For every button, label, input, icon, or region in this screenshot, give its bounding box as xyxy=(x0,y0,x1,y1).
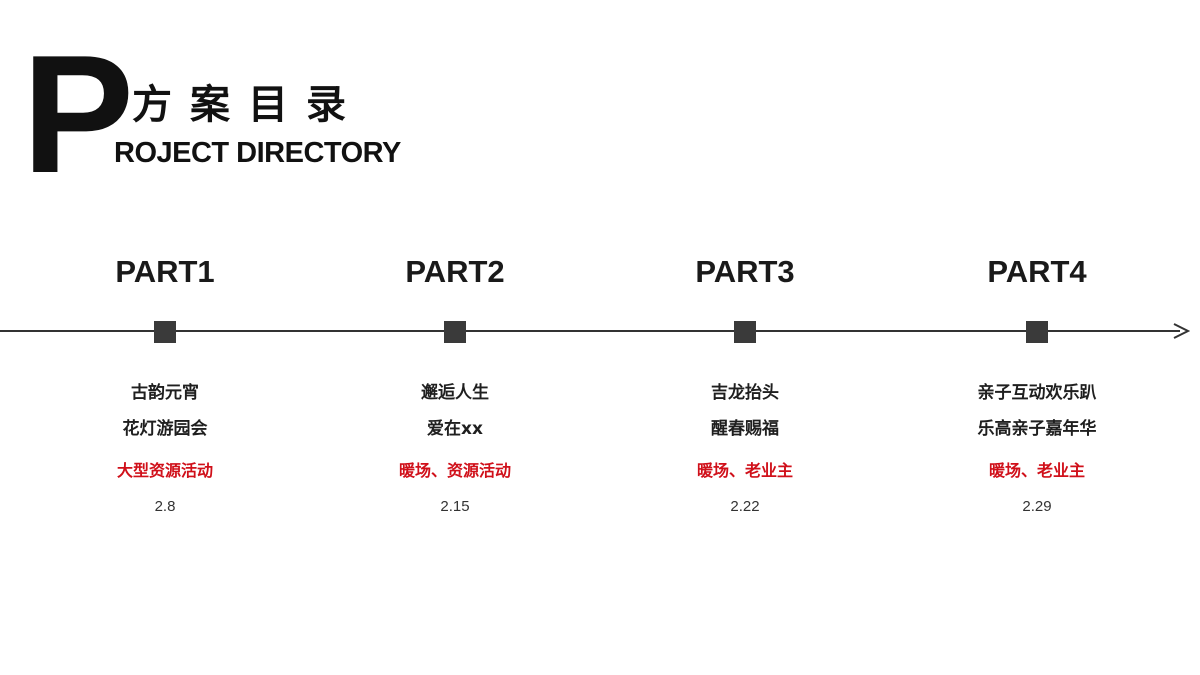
part-tag: 大型资源活动 xyxy=(116,461,213,480)
timeline-marker xyxy=(154,321,176,343)
page-subtitle: ROJECT DIRECTORY xyxy=(114,137,401,169)
timeline-part-3: PART3 吉龙抬头 醒春赐福 暖场、老业主 2.22 xyxy=(615,250,875,515)
part-date: 2.15 xyxy=(440,498,470,515)
timeline-line xyxy=(0,330,1180,332)
timeline-marker xyxy=(444,321,466,343)
timeline-marker xyxy=(734,321,756,343)
timeline-marker xyxy=(1026,321,1048,343)
part-date: 2.29 xyxy=(1022,498,1052,515)
part-tag: 暖场、老业主 xyxy=(988,461,1085,480)
timeline-part-2: PART2 邂逅人生 爱在xx 暖场、资源活动 2.15 xyxy=(325,250,585,515)
part-title-line2: 醒春赐福 xyxy=(711,419,779,439)
part-title-line1: 古韵元宵 xyxy=(131,383,199,403)
timeline-part-4: PART4 亲子互动欢乐趴 乐高亲子嘉年华 暖场、老业主 2.29 xyxy=(907,250,1167,515)
part-title-line1: 吉龙抬头 xyxy=(711,383,779,403)
arrow-right-icon xyxy=(1173,323,1190,339)
part-label: PART3 xyxy=(695,254,795,289)
part-title-line2: 乐高亲子嘉年华 xyxy=(977,419,1097,439)
part-title-line1: 邂逅人生 xyxy=(421,383,489,403)
logo-letter: P xyxy=(22,20,134,208)
part-date: 2.8 xyxy=(154,498,176,515)
part-date: 2.22 xyxy=(730,498,760,515)
part-label: PART2 xyxy=(405,254,505,289)
page-title: 方案目录 xyxy=(132,82,364,128)
part-label: PART1 xyxy=(115,254,215,289)
timeline-part-1: PART1 古韵元宵 花灯游园会 大型资源活动 2.8 xyxy=(35,250,295,515)
part-tag: 暖场、老业主 xyxy=(696,461,793,480)
part-title-line1: 亲子互动欢乐趴 xyxy=(977,383,1097,403)
part-title-line2: 花灯游园会 xyxy=(122,419,208,439)
part-title-line2: 爱在xx xyxy=(427,419,483,439)
part-tag: 暖场、资源活动 xyxy=(398,461,511,480)
part-label: PART4 xyxy=(987,254,1087,289)
